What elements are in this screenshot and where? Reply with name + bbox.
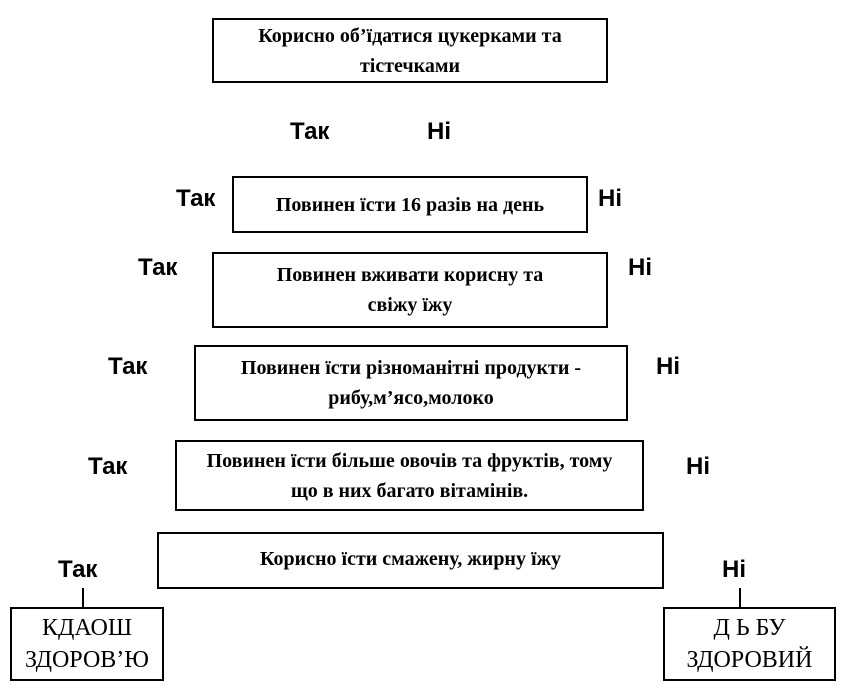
question-box-2: Повинен їсти 16 разів на день: [232, 176, 588, 233]
question-box-5: Повинен їсти більше овочів та фруктів, т…: [175, 440, 644, 511]
question-box-3: Повинен вживати корисну та свіжу їжу: [212, 252, 608, 328]
yes-label-6: Так: [58, 556, 98, 583]
outcome-box-left: КДАОШ ЗДОРОВ’Ю: [10, 607, 164, 681]
outcome-right-line1: Д Ь БУ: [713, 615, 786, 641]
question-box-6: Корисно їсти смажену, жирну їжу: [157, 532, 664, 589]
question-box-4: Повинен їсти різноманітні продукти - риб…: [194, 345, 628, 421]
yes-label-3: Так: [138, 254, 178, 281]
yes-label-4: Так: [108, 353, 148, 380]
no-label-4: Ні: [656, 353, 680, 380]
no-label-2: Ні: [598, 185, 622, 212]
outcome-left-line2: ЗДОРОВ’Ю: [25, 647, 149, 673]
outcome-left-line1: КДАОШ: [41, 615, 133, 641]
connector-right: [739, 588, 741, 608]
connector-left: [82, 588, 84, 608]
outcome-box-right: Д Ь БУ ЗДОРОВИЙ: [663, 607, 836, 681]
no-label-6: Ні: [722, 556, 746, 583]
outcome-right-line2: ЗДОРОВИЙ: [686, 647, 813, 673]
yes-label-2: Так: [176, 185, 216, 212]
yes-label-1: Так: [290, 118, 330, 145]
no-label-5: Ні: [686, 453, 710, 480]
no-label-3: Ні: [628, 254, 652, 281]
no-label-1: Ні: [427, 118, 451, 145]
question-box-1: Корисно об’їдатися цукерками та тістечка…: [212, 18, 608, 83]
yes-label-5: Так: [88, 453, 128, 480]
